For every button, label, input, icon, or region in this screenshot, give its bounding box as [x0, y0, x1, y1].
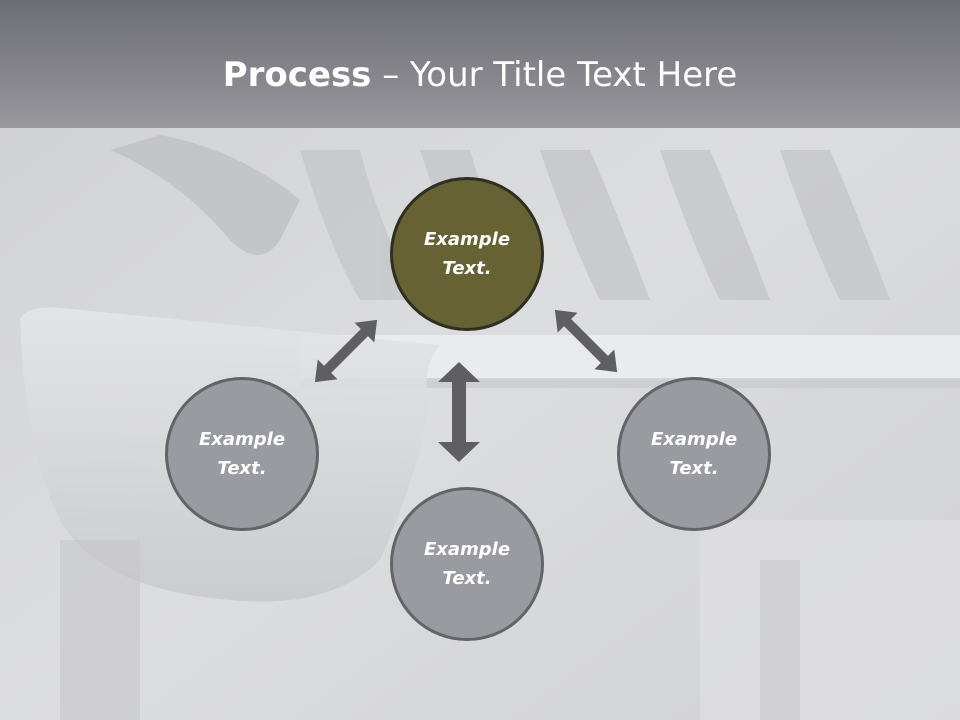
title-rest: – Your Title Text Here — [371, 55, 738, 95]
node-label: Example Text. — [650, 429, 738, 479]
process-node-bottom: Example Text. — [390, 487, 544, 641]
arrow-center-left — [314, 319, 378, 383]
process-node-center: Example Text. — [390, 177, 544, 331]
node-label: Example Text. — [198, 429, 286, 479]
node-label: Example Text. — [423, 229, 511, 279]
process-node-right: Example Text. — [617, 377, 771, 531]
slide-title: Process – Your Title Text Here — [0, 52, 960, 98]
arrow-center-bottom — [438, 362, 480, 462]
process-node-left: Example Text. — [165, 377, 319, 531]
title-bar — [0, 0, 960, 128]
arrow-center-right — [554, 309, 618, 373]
node-label: Example Text. — [423, 539, 511, 589]
title-bold: Process — [222, 55, 372, 95]
